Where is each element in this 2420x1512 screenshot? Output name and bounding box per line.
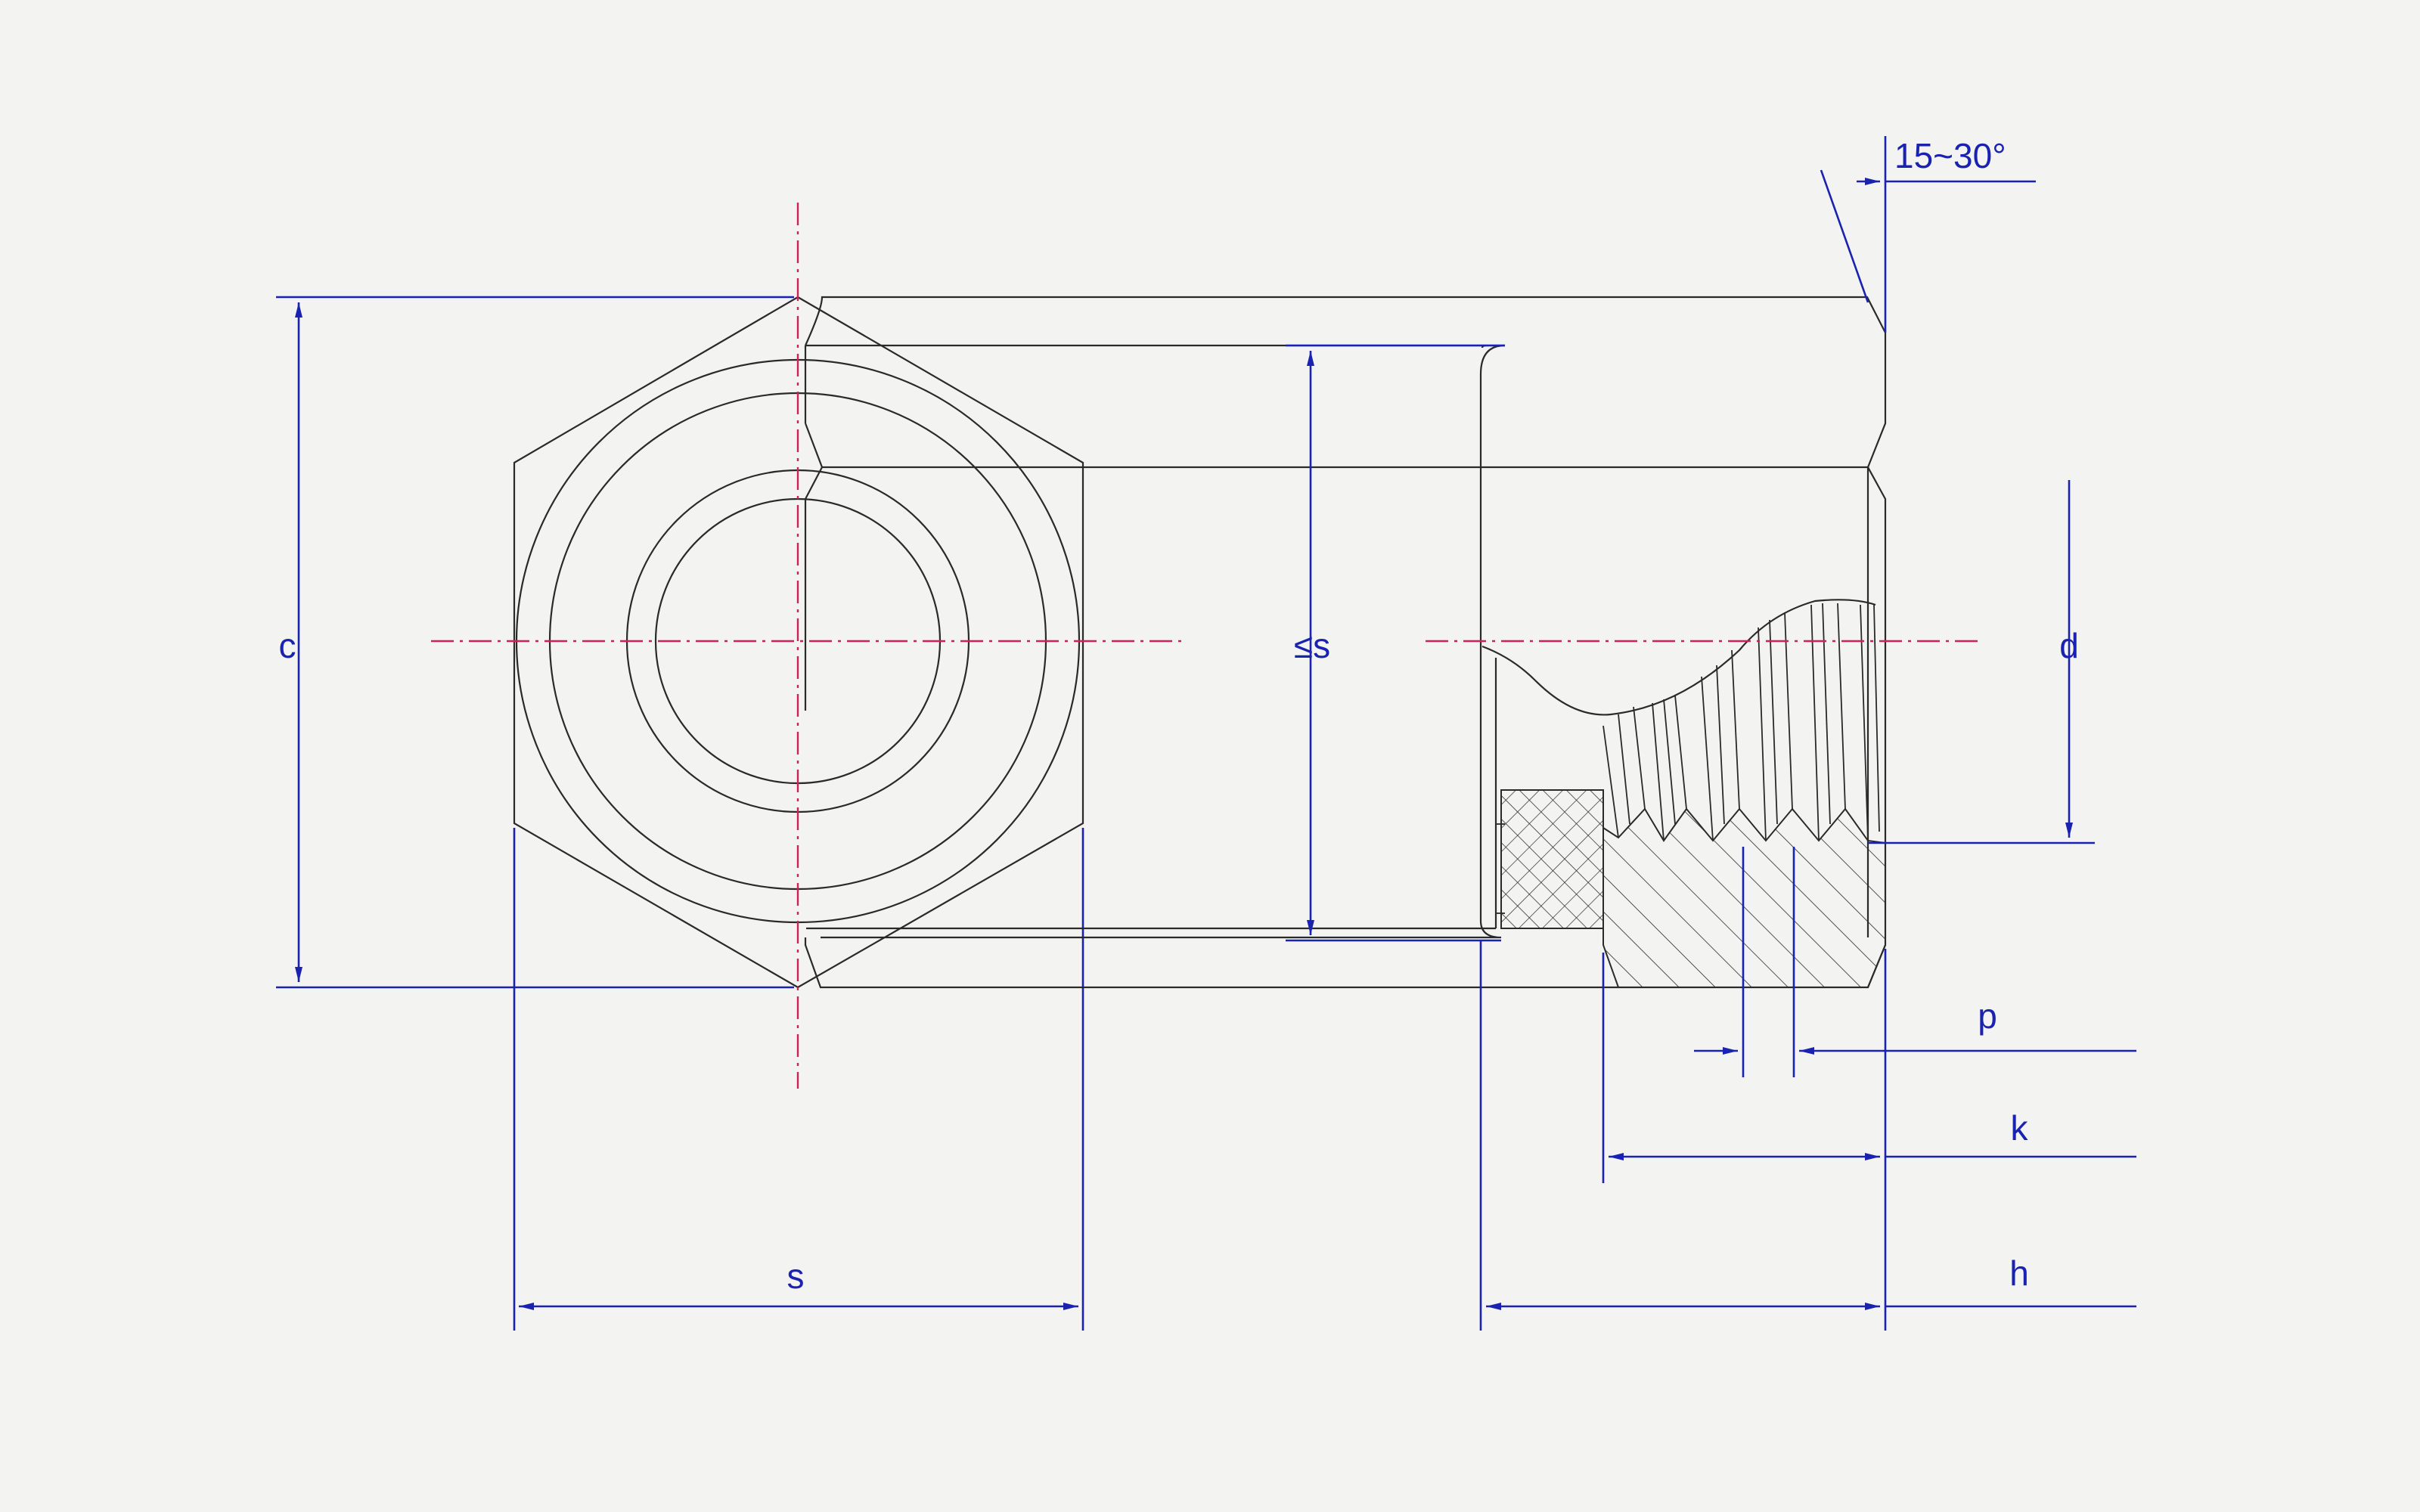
- dimension-k: k: [1602, 953, 2136, 1183]
- dimension-s-front: s: [513, 828, 1084, 1331]
- dimension-h: h: [1479, 940, 2136, 1331]
- dimension-c: c: [276, 296, 794, 989]
- label-k: k: [2011, 1108, 2029, 1148]
- label-chamfer-angle: 15~30°: [1894, 136, 2006, 175]
- nylon-insert-section: [1500, 789, 1604, 929]
- cutaway-curve: [1481, 599, 1876, 716]
- label-s-side: ≤s: [1294, 626, 1330, 665]
- label-h: h: [2009, 1253, 2029, 1293]
- internal-threads: [1602, 603, 1880, 841]
- label-c: c: [279, 626, 296, 665]
- nut-section-hatched: [1602, 807, 1886, 988]
- front-view: [431, 203, 1187, 1089]
- label-s-front: s: [787, 1256, 805, 1296]
- dimension-s-side: ≤s: [1286, 344, 1505, 942]
- dimension-d: d: [1868, 480, 2095, 844]
- label-d: d: [2059, 626, 2079, 665]
- dimension-chamfer-angle: 15~30°: [1820, 136, 2036, 333]
- label-p: p: [1978, 996, 1997, 1036]
- dimension-p: p: [1694, 847, 2136, 1077]
- side-view: [804, 296, 1981, 989]
